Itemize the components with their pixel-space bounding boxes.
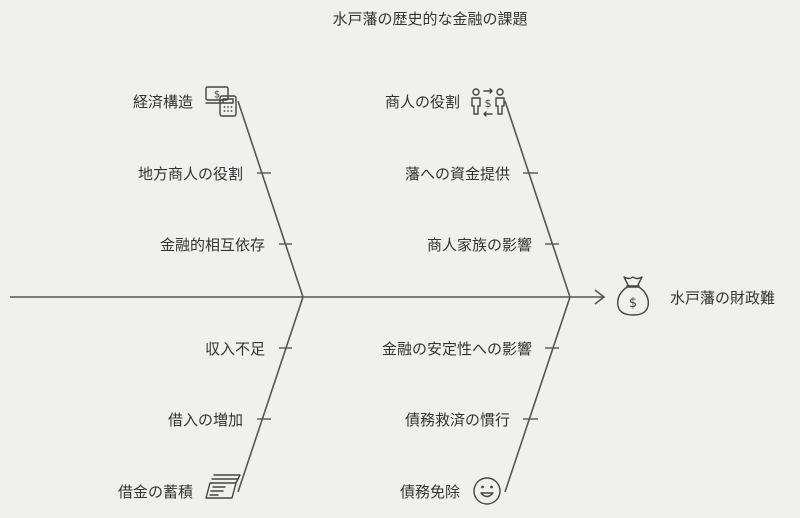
cause-label: 借金の蓄積 <box>118 483 193 501</box>
cause-label: 収入不足 <box>205 340 265 358</box>
cause-label: 商人家族の影響 <box>427 236 532 254</box>
money-stack-icon <box>205 474 241 499</box>
effect-label: 水戸藩の財政難 <box>670 289 775 307</box>
cause-label: 金融的相互依存 <box>160 236 265 254</box>
svg-text:$: $ <box>214 90 220 101</box>
cause-label: 藩への資金提供 <box>405 165 510 183</box>
cause-label: 金融の安定性への影響 <box>382 340 532 358</box>
people-exchange-icon: $ <box>471 88 505 117</box>
smiley-face-icon <box>473 477 501 505</box>
bone-top-left <box>237 100 304 298</box>
svg-text:$: $ <box>485 97 492 110</box>
spine-arrowhead <box>594 289 606 305</box>
bone-bottom-right <box>504 296 571 493</box>
diagram-title: 水戸藩の歴史的な金融の課題 <box>332 10 527 28</box>
cash-calculator-icon: $ <box>205 86 237 117</box>
svg-text:$: $ <box>629 296 637 311</box>
cause-label: 経済構造 <box>133 93 193 111</box>
bone-top-right <box>504 100 571 298</box>
cause-label: 商人の役割 <box>385 93 460 111</box>
cause-label: 地方商人の役割 <box>138 165 243 183</box>
bone-bottom-left <box>237 296 304 493</box>
cause-label: 債務免除 <box>400 483 460 501</box>
money-bag-icon: $ <box>617 276 649 316</box>
cause-label: 借入の増加 <box>168 411 243 429</box>
cause-label: 債務救済の慣行 <box>405 411 510 429</box>
